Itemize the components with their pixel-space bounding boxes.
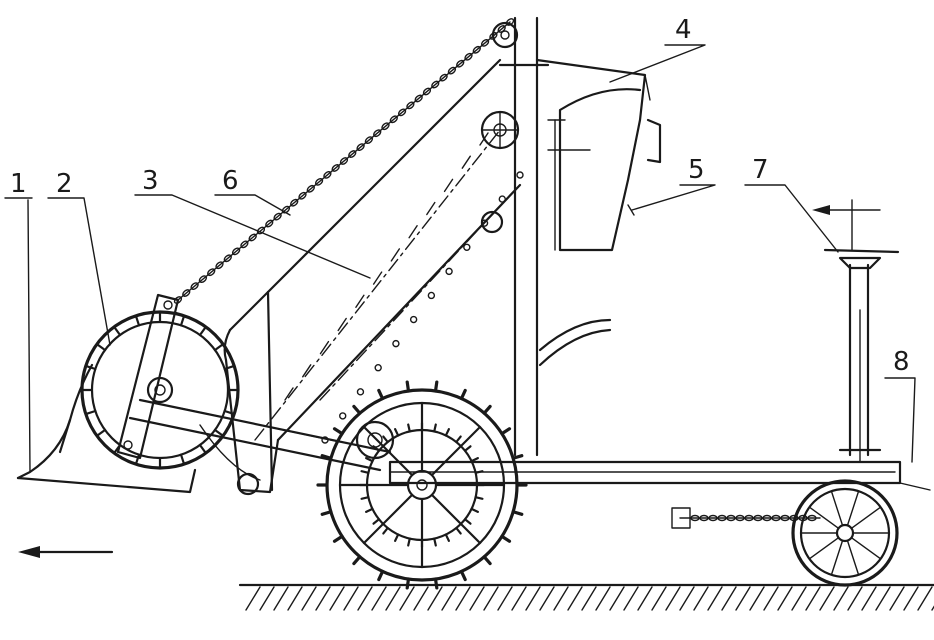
- callout-4: 4: [675, 15, 692, 45]
- rotary-drum: [80, 310, 240, 470]
- hopper: [535, 58, 662, 252]
- drive-wheel: [316, 380, 528, 590]
- callout-1: 1: [10, 169, 27, 199]
- main-frame: [128, 263, 902, 485]
- callout-5: 5: [688, 155, 705, 185]
- leader-lines: [4, 44, 916, 463]
- callout-6: 6: [222, 166, 239, 196]
- callout-7: 7: [752, 155, 769, 185]
- guide-pipe: [538, 318, 612, 367]
- discharge-spout: [627, 204, 635, 216]
- rear-wheel: [791, 479, 899, 587]
- callout-8: 8: [893, 347, 910, 377]
- transmission-chain: [671, 507, 821, 529]
- rear-bar: [899, 482, 931, 491]
- inclined-conveyor: [199, 58, 524, 496]
- vertical-mast: [498, 16, 591, 457]
- drive-chain: [173, 18, 519, 304]
- drum-lever: [116, 293, 180, 460]
- travel-direction-arrow: [18, 546, 114, 558]
- feed-direction-arrow: [812, 205, 881, 215]
- callout-3: 3: [142, 166, 159, 196]
- drive-pulley: [355, 420, 395, 460]
- ground: [238, 583, 934, 611]
- callout-2: 2: [56, 169, 73, 199]
- upper-sprocket: [480, 110, 520, 234]
